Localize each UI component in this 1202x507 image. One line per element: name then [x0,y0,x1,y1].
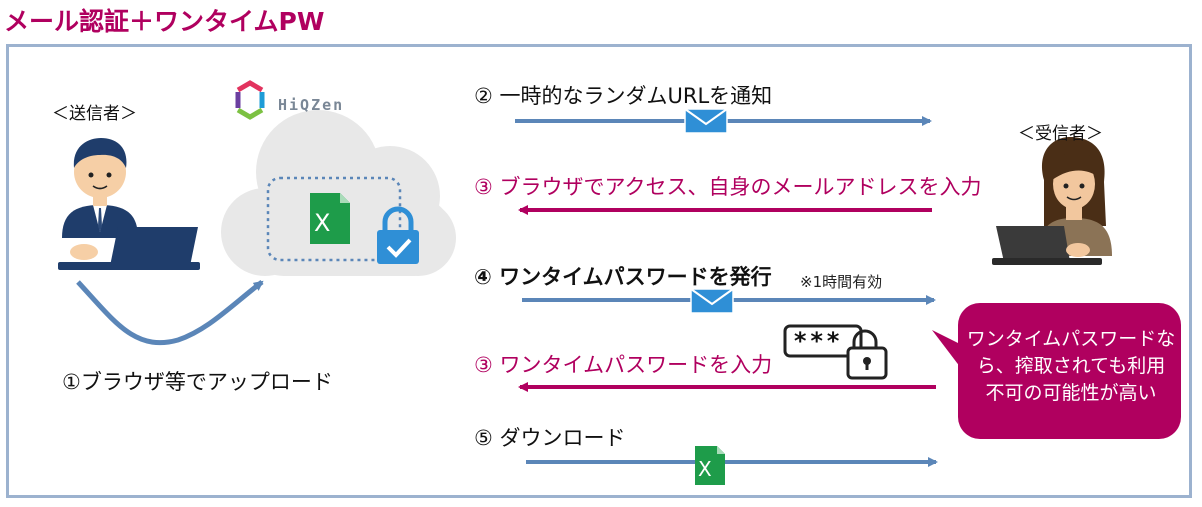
upload-arrow [76,280,264,346]
logo-text: HiQZen [278,96,345,114]
sender-label: ＜送信者＞ [52,104,137,124]
step-notify-label: ② 一時的なランダムURLを通知 [474,84,773,108]
step-upload-label: ①ブラウザ等でアップロード [62,370,333,394]
step-access-label: ③ ブラウザでアクセス、自身のメールアドレスを入力 [474,175,982,199]
svg-text:X: X [698,457,712,481]
speech-bubble-text: ワンタイムパスワードな ら、搾取されても利用 不可の可能性が高い [966,326,1176,407]
sender-person-icon [62,138,138,238]
download-excel-file-icon: X [695,446,725,485]
password-mask-text: *** [793,327,843,355]
page-title: メール認証＋ワンタイムPW [4,7,325,36]
hiqzen-logo-icon [235,80,265,120]
step-enter-password-label: ③ ワンタイムパスワードを入力 [474,353,773,377]
receiver-label: ＜受信者＞ [1018,124,1103,144]
bubble-line-3: 不可の可能性が高い [985,382,1157,404]
bubble-line-1: ワンタイムパスワードな [966,328,1176,350]
envelope-icon [684,108,728,134]
blue-lock-check-icon [377,206,419,264]
secure-storage-box [266,176,402,262]
laptop-icon [58,227,200,270]
speech-bubble [958,303,1181,439]
envelope-icon-2 [690,288,734,314]
step-issue-label: ④ ワンタイムパスワードを発行 [474,265,772,289]
step-download-label: ⑤ ダウンロード [474,426,626,450]
receiver-laptop-icon [992,226,1102,265]
svg-text:X: X [314,209,330,237]
bubble-line-2: ら、搾取されても利用 [976,355,1166,377]
excel-file-icon: X [310,193,350,244]
password-field-icon [783,324,888,380]
validity-note: ※1時間有効 [800,273,883,291]
